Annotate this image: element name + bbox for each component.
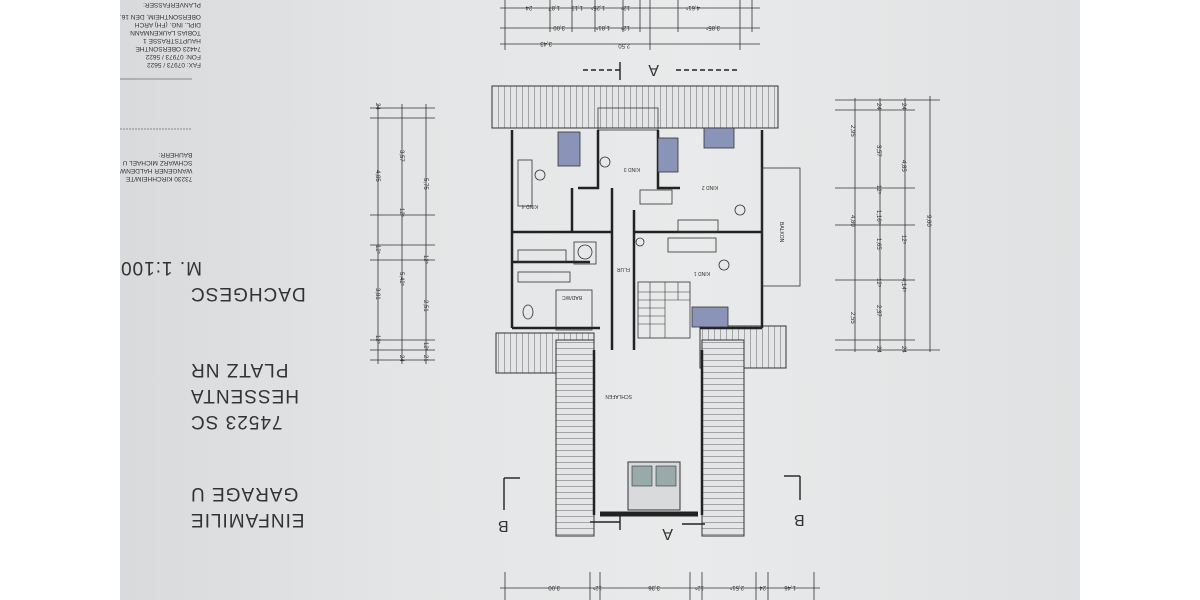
svg-text:24: 24 — [875, 103, 881, 110]
svg-text:24: 24 — [398, 355, 404, 362]
svg-text:3,36: 3,36 — [648, 584, 660, 590]
left-dimension-chain: 24 4,85 3,57 12⁵ 12⁵ 5,75 12⁵ 5,42⁵ 3,81… — [370, 103, 435, 364]
svg-text:4,61⁵: 4,61⁵ — [685, 4, 700, 11]
svg-text:3,85⁵: 3,85⁵ — [705, 24, 720, 31]
svg-text:12⁵: 12⁵ — [422, 342, 429, 352]
svg-text:24: 24 — [759, 584, 766, 590]
svg-text:3,57: 3,57 — [875, 145, 881, 157]
svg-text:4,85: 4,85 — [374, 170, 380, 182]
svg-text:3,00: 3,00 — [553, 24, 565, 30]
svg-text:2,51⁵: 2,51⁵ — [729, 584, 744, 591]
svg-text:3,57: 3,57 — [398, 150, 404, 162]
svg-text:24: 24 — [374, 103, 380, 110]
svg-text:2,55: 2,55 — [849, 312, 855, 324]
svg-text:12⁵: 12⁵ — [592, 584, 602, 591]
section-marker-a-bottom: A — [662, 525, 673, 542]
svg-text:21: 21 — [422, 355, 428, 362]
svg-text:5,75: 5,75 — [422, 178, 428, 190]
svg-text:12⁵: 12⁵ — [875, 185, 882, 195]
svg-text:1,16⁵: 1,16⁵ — [875, 210, 882, 225]
room-label-flur: FLUR — [617, 266, 630, 272]
room-label-schlafen: SCHLAFEN — [605, 393, 632, 399]
svg-text:3,81: 3,81 — [374, 288, 380, 300]
svg-text:12⁵: 12⁵ — [620, 24, 630, 31]
top-dimension-chain: 24 1,87 1,13 1,25⁵ 12⁵ 4,61⁵ 3,00 1,81⁵ … — [500, 0, 760, 50]
svg-text:12⁵: 12⁵ — [875, 278, 882, 288]
staircase — [637, 281, 691, 339]
room-label-kind2: KIND 2 — [702, 184, 718, 190]
svg-text:A: A — [648, 61, 659, 78]
svg-text:9,60: 9,60 — [925, 215, 931, 227]
svg-text:1,46: 1,46 — [784, 584, 796, 590]
svg-text:4,80: 4,80 — [849, 215, 855, 227]
svg-text:1,87: 1,87 — [548, 4, 560, 10]
svg-text:12⁵: 12⁵ — [374, 335, 381, 345]
svg-text:24: 24 — [875, 346, 881, 353]
svg-text:2,50: 2,50 — [618, 42, 630, 48]
section-marker-b-left: B — [498, 517, 509, 534]
svg-text:12⁵: 12⁵ — [900, 235, 907, 245]
svg-text:2,51: 2,51 — [422, 300, 428, 312]
floor-plan-sheet: EINFAMILIE GARAGE U 74523 SC HESSENTA PL… — [120, 0, 1080, 600]
floor-plan-drawing: 24 1,87 1,13 1,25⁵ 12⁵ 4,61⁵ 3,00 1,81⁵ … — [120, 0, 940, 600]
svg-text:24: 24 — [525, 4, 532, 10]
svg-text:3,00: 3,00 — [548, 584, 560, 590]
walls — [510, 107, 801, 517]
room-label-kind3: KIND 3 — [624, 166, 640, 172]
svg-text:2,37: 2,37 — [875, 305, 881, 317]
section-marker-b-right: B — [794, 511, 805, 528]
room-label-kind1: KIND 1 — [694, 270, 710, 276]
room-label-balkon: BALKON — [778, 222, 784, 243]
svg-text:3,43: 3,43 — [540, 40, 552, 46]
svg-text:12⁵: 12⁵ — [694, 584, 704, 591]
svg-text:4,14⁵: 4,14⁵ — [900, 278, 907, 293]
svg-text:12⁵: 12⁵ — [398, 208, 405, 218]
section-marker-a-top: A — [583, 61, 740, 80]
section-markers-bottom: B B A — [498, 475, 805, 542]
furniture — [517, 127, 746, 511]
room-label-bad: BAD/WC — [562, 294, 582, 300]
svg-text:1,65: 1,65 — [875, 238, 881, 250]
svg-text:4,85: 4,85 — [900, 160, 906, 172]
svg-text:24: 24 — [900, 103, 906, 110]
room-labels: KIND 3 KIND 2 KIND 4 KIND 1 BAD/WC FLUR … — [522, 166, 784, 399]
svg-text:2,95: 2,95 — [849, 125, 855, 137]
svg-text:5,42⁵: 5,42⁵ — [398, 272, 405, 287]
svg-text:24: 24 — [900, 346, 906, 353]
svg-text:12⁵: 12⁵ — [374, 245, 381, 255]
right-dimension-chain: 24 24 3,57 4,85 12⁵ 1,16⁵ 12⁵ 1,65 4,14⁵… — [835, 96, 940, 353]
svg-text:12⁵: 12⁵ — [422, 255, 429, 265]
svg-text:1,81⁵: 1,81⁵ — [595, 24, 610, 31]
bottom-dimension-chain: 3,00 12⁵ 3,36 12⁵ 2,51⁵ 24 1,46 — [500, 572, 820, 600]
svg-text:1,13: 1,13 — [571, 4, 583, 10]
room-label-kind4: KIND 4 — [522, 203, 538, 209]
svg-text:12⁵: 12⁵ — [620, 4, 630, 11]
svg-text:1,25⁵: 1,25⁵ — [590, 4, 605, 11]
